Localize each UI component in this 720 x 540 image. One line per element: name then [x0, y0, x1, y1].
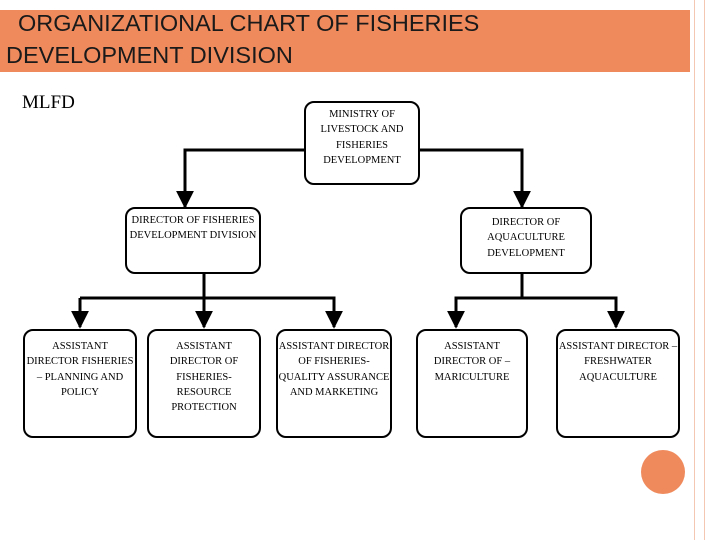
assistant-freshwater-box: ASSISTANT DIRECTOR – FRESHWATER AQUACULT… — [556, 329, 680, 438]
director-aquaculture-box: DIRECTOR OF AQUACULTURE DEVELOPMENT — [460, 207, 592, 274]
assistant-quality-label: ASSISTANT DIRECTOR OF FISHERIES-QUALITY … — [278, 341, 390, 398]
assistant-freshwater-label: ASSISTANT DIRECTOR – FRESHWATER AQUACULT… — [558, 341, 678, 383]
director-fisheries-label: DIRECTOR OF FISHERIES DEVELOPMENT DIVISI… — [129, 215, 257, 242]
assistant-mariculture-box: ASSISTANT DIRECTOR OF – MARICULTURE — [416, 329, 528, 438]
assistant-planning-label: ASSISTANT DIRECTOR FISHERIES – PLANNING … — [26, 341, 134, 398]
title-line-1: ORGANIZATIONAL CHART OF FISHERIES — [18, 10, 480, 36]
connector-to-assistant-quality — [204, 296, 343, 329]
connector-bus-fisheries — [80, 272, 206, 300]
ministry-box: MINISTRY OF LIVESTOCK AND FISHERIES DEVE… — [304, 101, 420, 185]
assistant-quality-box: ASSISTANT DIRECTOR OF FISHERIES-QUALITY … — [276, 329, 392, 438]
connector-bus-aquaculture — [447, 272, 524, 329]
title-line-2: DEVELOPMENT DIVISION — [6, 42, 293, 68]
connector-ministry-to-director-aquaculture — [420, 148, 531, 209]
assistant-resource-label: ASSISTANT DIRECTOR OF FISHERIES-RESOURCE… — [169, 341, 239, 414]
ministry-label: MINISTRY OF LIVESTOCK AND FISHERIES DEVE… — [320, 109, 404, 166]
assistant-mariculture-label: ASSISTANT DIRECTOR OF – MARICULTURE — [433, 341, 511, 383]
connector-to-assistant-freshwater — [522, 296, 625, 329]
connector-ministry-to-director-fisheries — [176, 148, 304, 209]
slide-title: ORGANIZATIONAL CHART OF FISHERIES DEVELO… — [6, 10, 686, 71]
decor-circle — [641, 450, 685, 494]
decor-line-1 — [694, 0, 695, 540]
director-fisheries-box: DIRECTOR OF FISHERIES DEVELOPMENT DIVISI… — [125, 207, 261, 274]
slide-subtitle: MLFD — [22, 92, 75, 113]
decor-line-2 — [704, 0, 705, 540]
assistant-resource-box: ASSISTANT DIRECTOR OF FISHERIES-RESOURCE… — [147, 329, 261, 438]
director-aquaculture-label: DIRECTOR OF AQUACULTURE DEVELOPMENT — [487, 217, 565, 259]
assistant-planning-box: ASSISTANT DIRECTOR FISHERIES – PLANNING … — [23, 329, 137, 438]
title-band: ORGANIZATIONAL CHART OF FISHERIES DEVELO… — [0, 10, 690, 72]
